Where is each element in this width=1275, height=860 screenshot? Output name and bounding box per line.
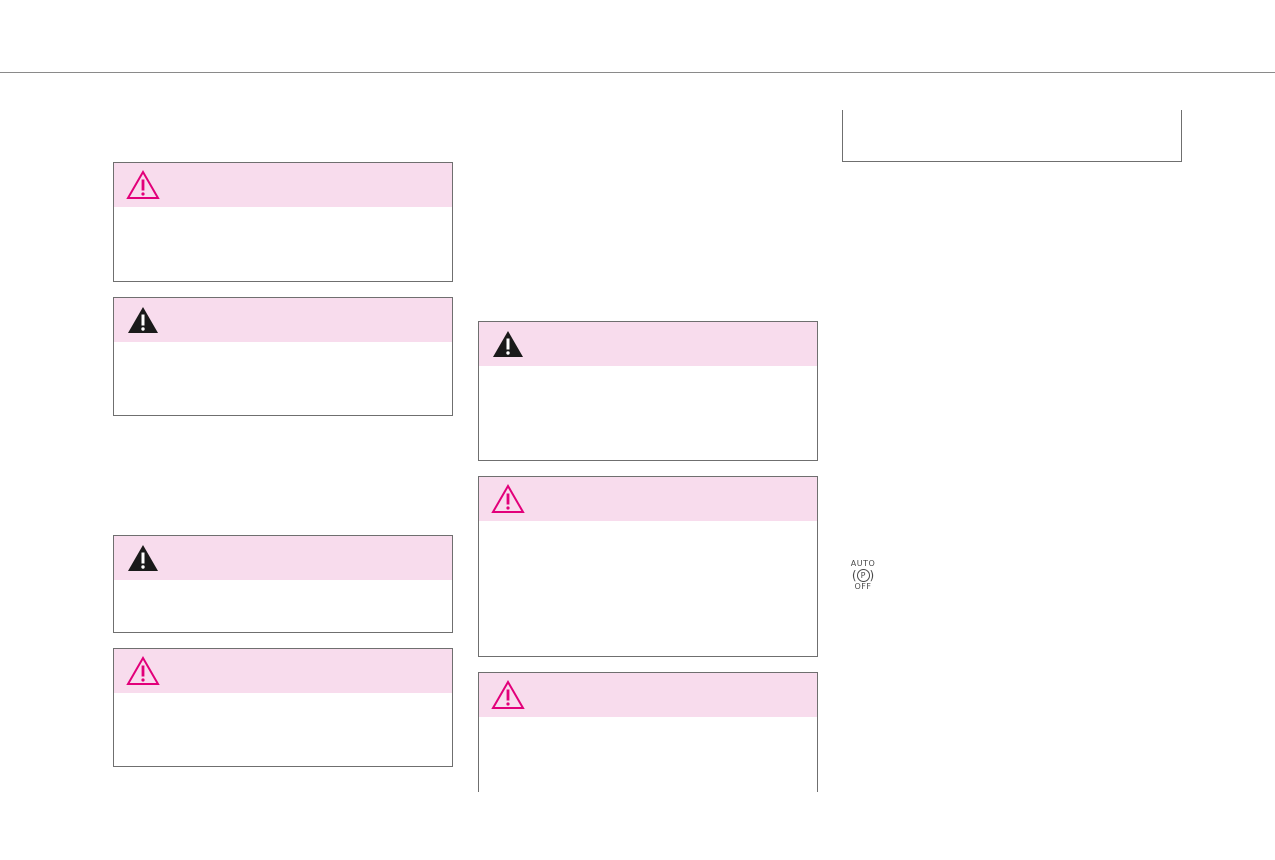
caution-box [113, 162, 453, 282]
caution-box [478, 672, 818, 792]
caution-box [113, 648, 453, 767]
warning-box-header [114, 536, 452, 580]
caution-box-body [479, 521, 817, 656]
warning-box-body [479, 366, 817, 460]
warning-filled-triangle-icon [126, 543, 160, 573]
caution-outline-triangle-icon [126, 170, 160, 200]
warning-box-body [114, 342, 452, 415]
caution-box [478, 476, 818, 657]
continued-box-frame [842, 110, 1182, 162]
caution-box-body [114, 693, 452, 766]
indicator-center-letter: P [856, 569, 870, 582]
indicator-top-label: AUTO [850, 559, 876, 568]
caution-box-header [479, 673, 817, 717]
caution-box-header [114, 649, 452, 693]
warning-box-header [479, 322, 817, 366]
indicator-bottom-label: OFF [854, 582, 872, 591]
caution-outline-triangle-icon [491, 680, 525, 710]
caution-outline-triangle-icon [126, 656, 160, 686]
caution-box-body [479, 717, 817, 792]
auto-p-off-indicator-icon: AUTO (P) OFF [847, 560, 879, 596]
warning-filled-triangle-icon [126, 305, 160, 335]
warning-box [113, 535, 453, 633]
warning-box [113, 297, 453, 416]
warning-filled-triangle-icon [491, 329, 525, 359]
caution-box-header [479, 477, 817, 521]
caution-outline-triangle-icon [491, 484, 525, 514]
caution-box-body [114, 207, 452, 281]
indicator-center: (P) [851, 568, 875, 583]
caution-box-header [114, 163, 452, 207]
top-rule [0, 72, 1275, 73]
warning-box-header [114, 298, 452, 342]
warning-box-body [114, 580, 452, 632]
warning-box [478, 321, 818, 461]
